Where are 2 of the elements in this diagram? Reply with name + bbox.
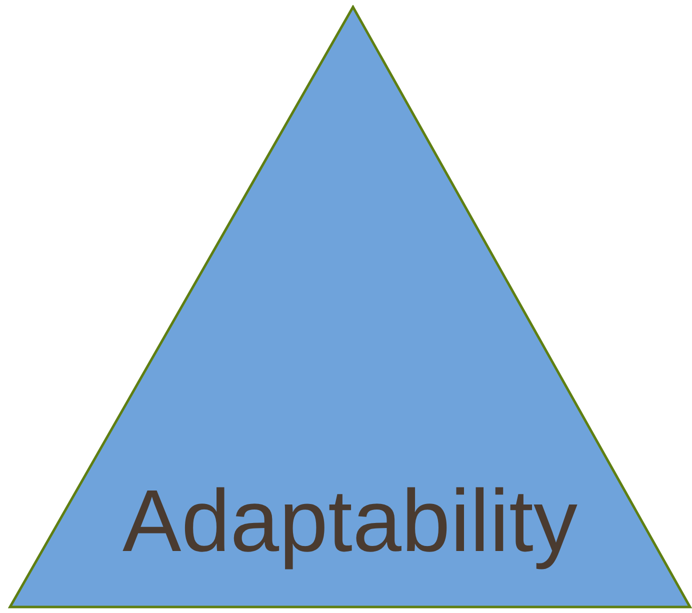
node-label: Adaptability [122, 473, 578, 570]
triangle-shape [8, 5, 692, 609]
